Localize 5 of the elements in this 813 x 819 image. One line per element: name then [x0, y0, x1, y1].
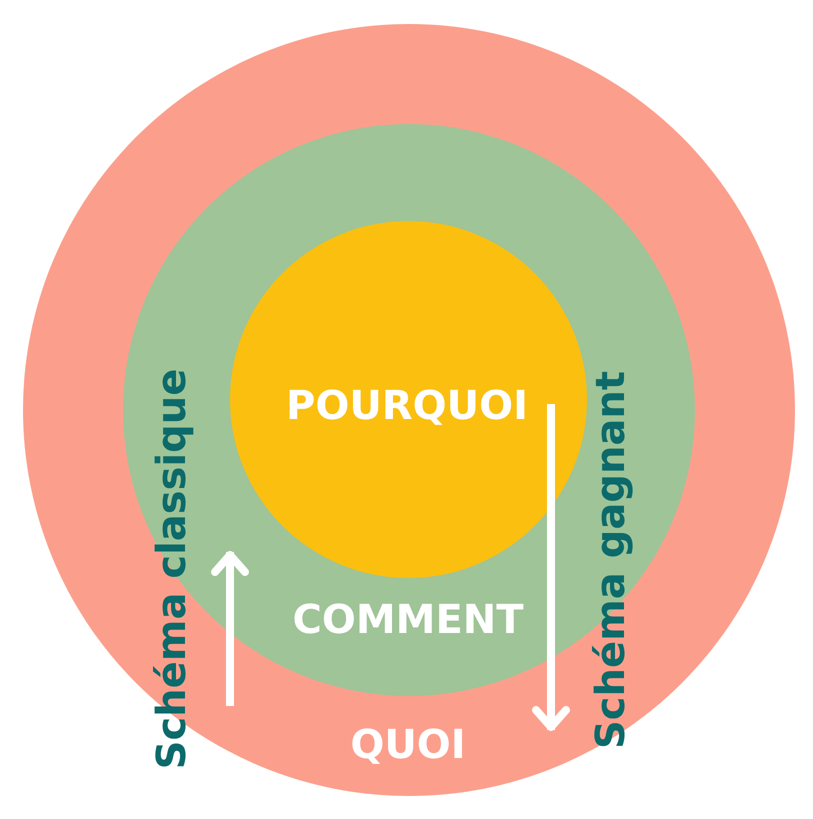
- ring-label: COMMENT: [292, 600, 524, 640]
- vertical-label: Schéma classique: [152, 368, 192, 770]
- ring-label: QUOI: [350, 725, 466, 765]
- ring-label: POURQUOI: [286, 386, 528, 426]
- vertical-label: Schéma gagnant: [591, 370, 631, 750]
